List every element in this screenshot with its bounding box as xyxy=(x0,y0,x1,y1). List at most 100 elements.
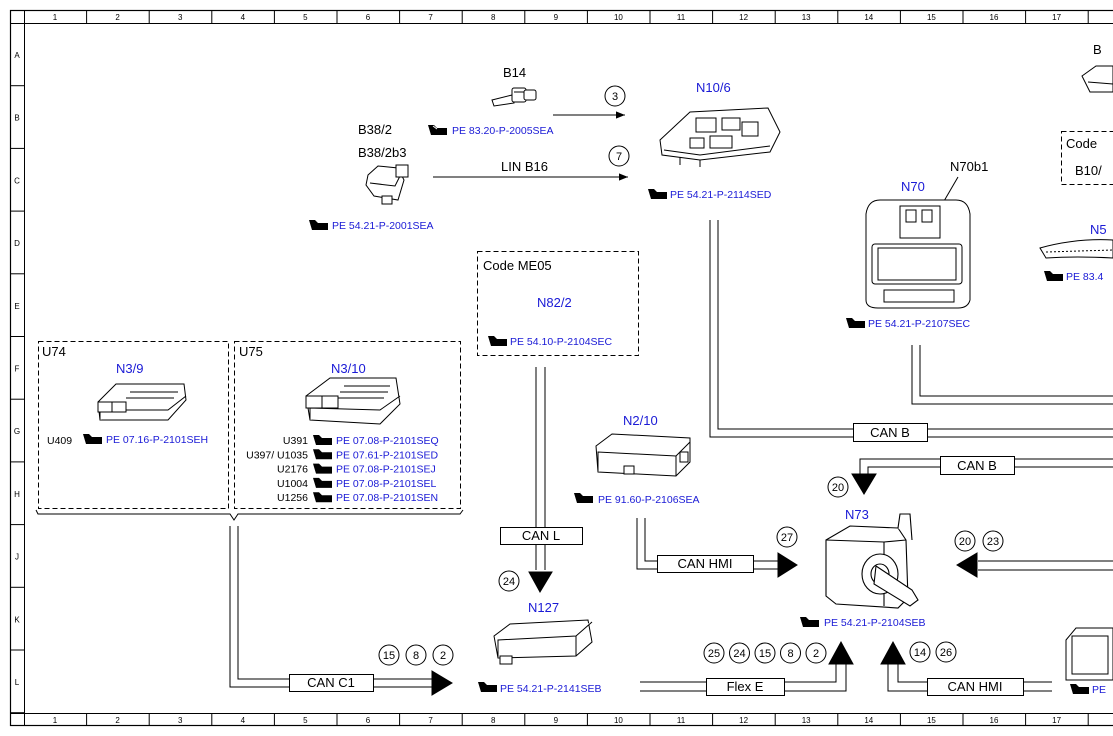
n10-6-reference: PE 54.21-P-2114SED xyxy=(670,189,772,201)
arrow-down-n73 xyxy=(851,473,877,495)
n82-2-module-box[interactable]: Code ME05 N82/2 PE 54.10-P-2104SEC xyxy=(477,251,639,356)
b38-2-reference: PE 54.21-P-2001SEA xyxy=(332,220,434,232)
connection-marker: 3 xyxy=(604,85,626,107)
column-number: 1 xyxy=(53,716,58,725)
u75-variant-reference: PE 07.08-P-2101SEL xyxy=(336,478,437,490)
connection-marker: 15 xyxy=(754,642,776,664)
n3-9-reference: PE 07.16-P-2101SEH xyxy=(106,434,208,446)
row-letter: L xyxy=(15,678,20,687)
u75-variant-reference: PE 07.08-P-2101SEQ xyxy=(336,435,439,447)
edge-n5-reference: PE 83.4 xyxy=(1066,271,1104,283)
n2-10-control-unit[interactable]: N2/10 PE 91.60-P-2106SEA xyxy=(574,413,700,506)
svg-text:3: 3 xyxy=(612,91,618,103)
n10-6-label: N10/6 xyxy=(696,80,731,95)
connection-marker: 2 xyxy=(432,644,454,666)
book-icon xyxy=(313,463,332,474)
u74-module-box[interactable]: U74 N3/9 U409 PE 07.16-P-2101SEH xyxy=(38,341,229,509)
column-number: 5 xyxy=(303,716,308,725)
column-number: 11 xyxy=(677,13,686,22)
n82-2-reference: PE 54.10-P-2104SEC xyxy=(510,336,613,348)
column-number: 11 xyxy=(677,716,686,725)
svg-text:26: 26 xyxy=(940,647,952,659)
b38-2-rain-light-sensor[interactable]: B38/2 B38/2b3 PE 54.21-P-2001SEA xyxy=(309,122,434,232)
edge-b-label: B xyxy=(1093,42,1102,57)
book-icon xyxy=(313,477,332,488)
u75-variant-code: U397/ U1035 xyxy=(246,449,308,461)
b14-label: B14 xyxy=(503,65,526,80)
b38-2-label: B38/2 xyxy=(358,122,392,137)
column-number: 13 xyxy=(802,13,811,22)
book-icon xyxy=(846,318,865,328)
u74-label: U74 xyxy=(42,344,66,359)
can-hmi-label-left: CAN HMI xyxy=(678,556,733,571)
connection-marker: 8 xyxy=(405,644,427,666)
svg-text:20: 20 xyxy=(959,536,971,548)
n127-reference: PE 54.21-P-2141SEB xyxy=(500,683,602,695)
svg-text:24: 24 xyxy=(733,648,745,660)
connection-marker: 7 xyxy=(608,145,630,167)
connection-marker: 24 xyxy=(498,570,520,592)
column-number: 3 xyxy=(178,13,183,22)
row-letter: B xyxy=(14,114,19,123)
column-number: 2 xyxy=(115,716,120,725)
row-letter: E xyxy=(14,302,19,311)
connection-marker: 20 xyxy=(827,476,849,498)
connection-marker: 24 xyxy=(729,642,750,664)
column-number: 14 xyxy=(864,13,873,22)
column-number: 14 xyxy=(864,716,873,725)
book-icon xyxy=(648,189,667,199)
n70-overhead-control-panel[interactable]: N70 N70b1 PE 54.21-P-2107SEC xyxy=(846,159,988,330)
b14-temperature-sensor[interactable]: B14 PE 83.20-P-2005SEA xyxy=(428,65,554,137)
b14-reference: PE 83.20-P-2005SEA xyxy=(452,125,554,137)
row-letter: D xyxy=(14,239,20,248)
n3-9-label: N3/9 xyxy=(116,361,143,376)
column-number: 17 xyxy=(1052,13,1061,22)
edge-n5-label: N5 xyxy=(1090,222,1107,237)
n2-10-label: N2/10 xyxy=(623,413,658,428)
svg-text:24: 24 xyxy=(503,576,515,588)
n70-reference: PE 54.21-P-2107SEC xyxy=(868,318,971,330)
b38-2-sensor-icon xyxy=(365,164,409,205)
connection-marker: 23 xyxy=(982,530,1004,552)
drawing-frame xyxy=(9,9,1113,727)
arrow-right-can-c1 xyxy=(431,670,453,696)
book-icon xyxy=(428,125,447,135)
row-letter: J xyxy=(15,553,19,562)
n127-label: N127 xyxy=(528,600,559,615)
n2-10-reference: PE 91.60-P-2106SEA xyxy=(598,494,700,506)
can-b-label-mid: CAN B xyxy=(957,458,997,473)
n127-control-unit[interactable]: N127 PE 54.21-P-2141SEB xyxy=(478,600,602,695)
edge-reference: PE xyxy=(1092,684,1106,696)
column-number: 7 xyxy=(428,13,433,22)
u75-variant-reference: PE 07.08-P-2101SEJ xyxy=(336,464,436,476)
row-letter: C xyxy=(14,176,20,185)
connection-marker: 27 xyxy=(776,526,798,548)
n73-label: N73 xyxy=(845,507,869,522)
n10-6-control-unit[interactable]: N10/6 PE 54.21-P-2114SED xyxy=(648,80,781,201)
column-ruler: 1122334455667788991010111112121313141415… xyxy=(53,10,1089,726)
n73-switch-icon xyxy=(825,513,919,609)
b14-sensor-icon xyxy=(491,87,537,107)
column-number: 5 xyxy=(303,13,308,22)
u75-variant-reference: PE 07.61-P-2101SED xyxy=(336,449,439,461)
svg-text:25: 25 xyxy=(708,648,720,660)
n73-ignition-switch[interactable]: N73 PE 54.21-P-2104SEB xyxy=(800,507,926,629)
code-me05-label: Code ME05 xyxy=(483,258,552,273)
column-number: 9 xyxy=(554,716,559,725)
n10-6-unit-icon xyxy=(659,107,781,167)
svg-text:15: 15 xyxy=(759,648,771,660)
svg-text:14: 14 xyxy=(914,647,926,659)
column-number: 12 xyxy=(739,716,748,725)
connection-marker: 14 xyxy=(909,641,931,663)
lin-b16-label: LIN B16 xyxy=(501,159,548,174)
svg-text:15: 15 xyxy=(383,650,395,662)
arrow-left-n73 xyxy=(956,552,978,578)
book-icon xyxy=(478,682,497,692)
connection-marker: 15 xyxy=(378,644,400,666)
book-icon xyxy=(1070,684,1089,694)
book-icon xyxy=(488,336,507,346)
n73-reference: PE 54.21-P-2104SEB xyxy=(824,617,926,629)
column-number: 9 xyxy=(554,13,559,22)
